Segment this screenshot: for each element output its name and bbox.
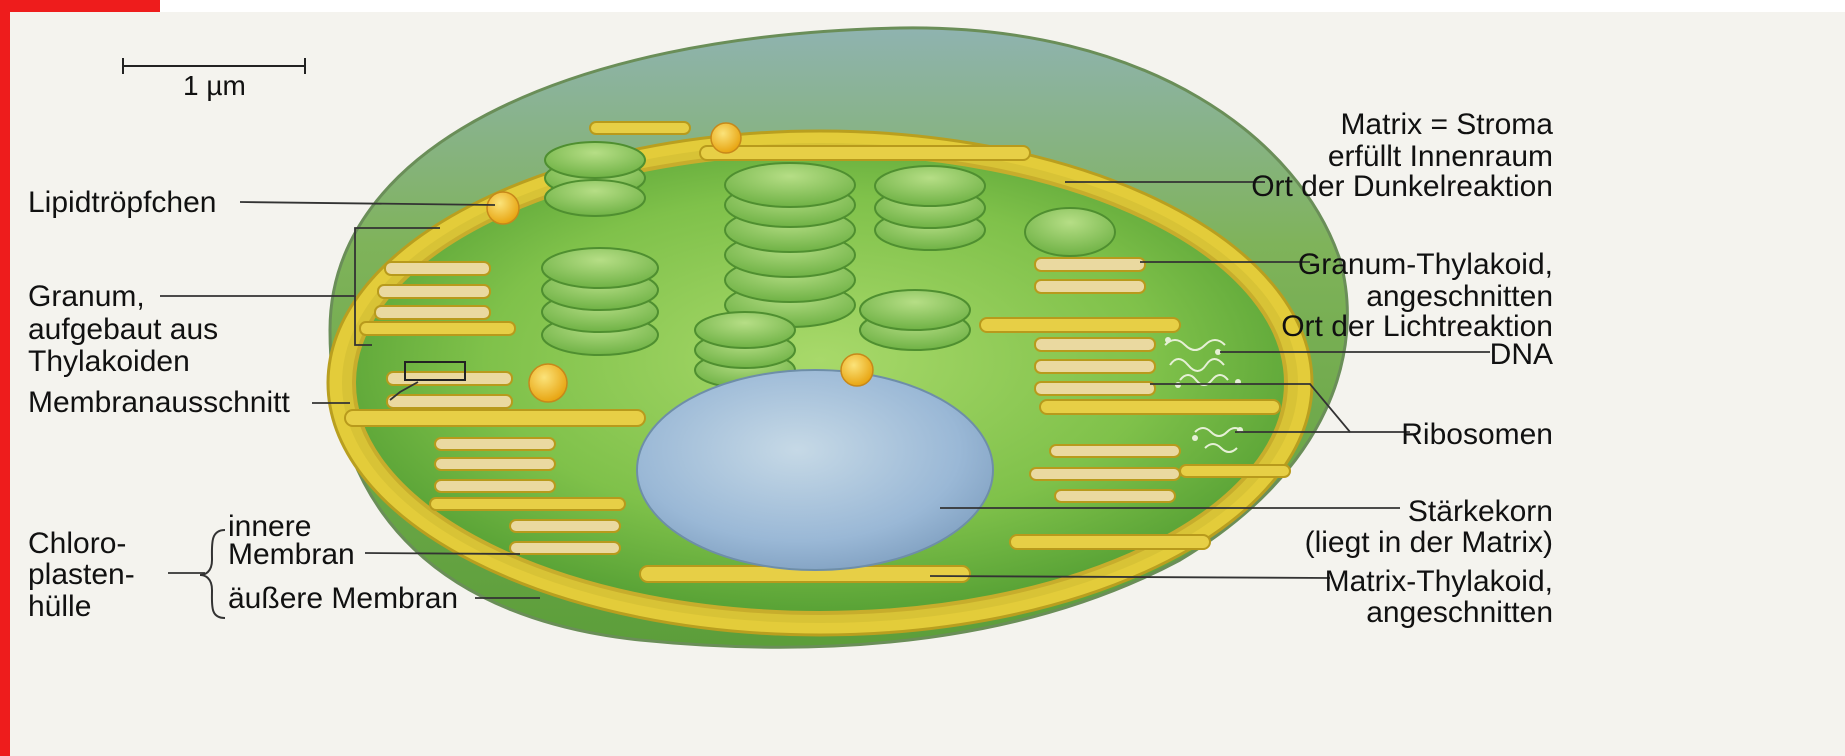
label-granum-line3: Thylakoiden [28, 345, 190, 379]
label-outer-membrane: äußere Membran [228, 582, 458, 616]
label-envelope-line2: plasten- [28, 558, 135, 592]
starch-grain [637, 370, 993, 570]
label-dna: DNA [1490, 338, 1553, 372]
label-granum-thylakoid-line2: angeschnitten [1366, 280, 1553, 314]
envelope-brace [200, 530, 225, 618]
label-matrix-line2: erfüllt Innenraum [1328, 140, 1553, 174]
label-starch-line1: Stärkekorn [1408, 495, 1553, 529]
scale-bar-label: 1 µm [183, 70, 246, 102]
label-envelope-line3: hülle [28, 590, 91, 624]
label-matrix-line1: Matrix = Stroma [1340, 108, 1553, 142]
label-membrane-section: Membranausschnitt [28, 386, 290, 420]
label-starch-line2: (liegt in der Matrix) [1305, 526, 1553, 560]
label-matrix-line3: Ort der Dunkelreaktion [1251, 170, 1553, 204]
label-granum-line2: aufgebaut aus [28, 313, 218, 347]
label-granum-thylakoid-line1: Granum-Thylakoid, [1298, 248, 1553, 282]
label-granum-line1: Granum, [28, 280, 145, 314]
label-envelope-line1: Chloro- [28, 527, 126, 561]
label-matrix-thylakoid-line1: Matrix-Thylakoid, [1325, 565, 1553, 599]
label-inner-membrane-line2: Membran [228, 538, 355, 572]
label-matrix-thylakoid-line2: angeschnitten [1366, 596, 1553, 630]
label-ribosomes: Ribosomen [1401, 418, 1553, 452]
label-lipid-droplets: Lipidtröpfchen [28, 186, 216, 220]
